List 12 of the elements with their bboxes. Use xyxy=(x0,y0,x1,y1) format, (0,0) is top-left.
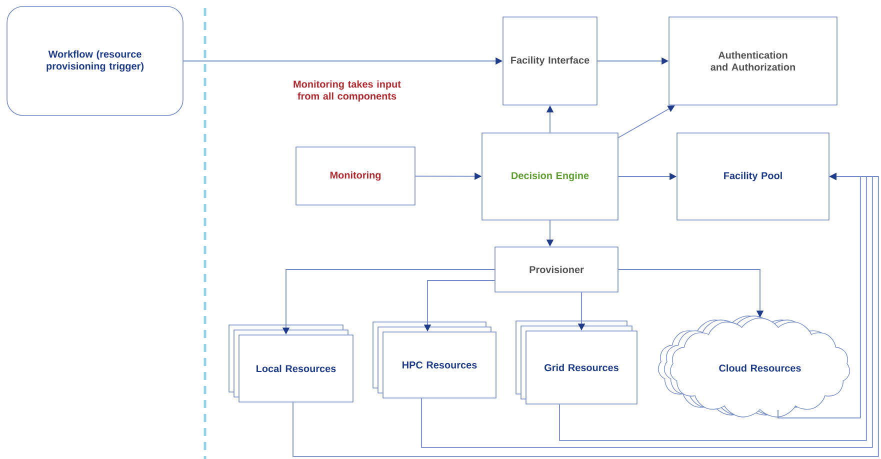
process-box: Facility Pool xyxy=(676,132,830,220)
stacked-boxes: HPC Resources xyxy=(372,322,496,398)
stacked-boxes: Local Resources xyxy=(228,324,354,402)
rounded-box: Workflow (resource provisioning trigger) xyxy=(6,6,184,116)
process-box: Facility Interface xyxy=(502,16,598,106)
arrow xyxy=(618,105,675,138)
process-box: Monitoring xyxy=(296,146,416,206)
process-box: Provisioner xyxy=(494,246,618,292)
note-text: Monitoring takes input from all components xyxy=(294,80,401,102)
process-box: Authentication and Authorization xyxy=(668,16,838,106)
process-box: Decision Engine xyxy=(482,132,618,220)
stacked-boxes: Grid Resources xyxy=(516,320,638,404)
